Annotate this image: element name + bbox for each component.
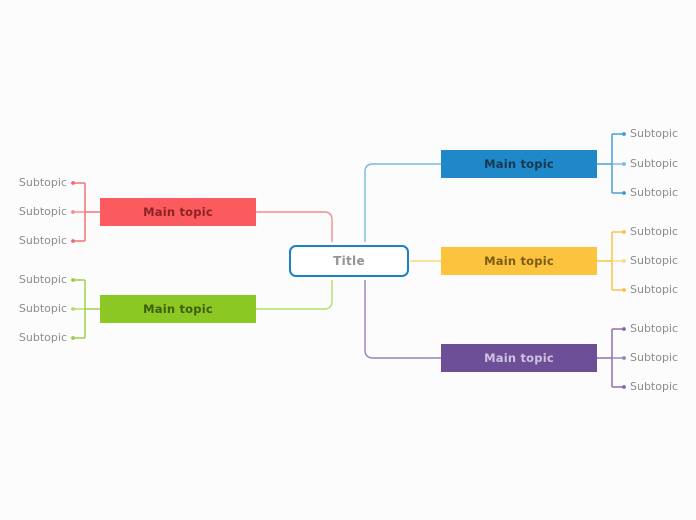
subtopic-purple-1[interactable]: Subtopic: [630, 322, 679, 335]
subtopic-yellow-2[interactable]: Subtopic: [630, 254, 679, 267]
main-topic-purple[interactable]: Main topic: [441, 344, 597, 372]
main-topic-red[interactable]: Main topic: [100, 198, 256, 226]
subtopic-red-2[interactable]: Subtopic: [18, 205, 67, 218]
main-topic-purple-label: Main topic: [484, 351, 554, 365]
connector-green-tip-2: [71, 307, 75, 311]
main-topic-yellow-label: Main topic: [484, 254, 554, 268]
connector-blue-tip-3: [622, 191, 626, 195]
center-title-node[interactable]: Title: [289, 245, 409, 277]
subtopic-purple-3[interactable]: Subtopic: [630, 380, 679, 393]
subtopic-green-1[interactable]: Subtopic: [18, 273, 67, 286]
connector-purple-tip-3: [622, 385, 626, 389]
connector-blue-tip-2: [622, 162, 626, 166]
main-topic-blue[interactable]: Main topic: [441, 150, 597, 178]
connector-center-to-blue: [364, 163, 441, 242]
connector-green-tip-1: [71, 278, 75, 282]
connector-blue-tip-1: [622, 132, 626, 136]
connector-red-tip-3: [71, 239, 75, 243]
main-topic-green[interactable]: Main topic: [100, 295, 256, 323]
connector-yellow-tip-1: [622, 230, 626, 234]
main-topic-red-label: Main topic: [143, 205, 213, 219]
connector-red-tip-1: [71, 181, 75, 185]
main-topic-yellow[interactable]: Main topic: [441, 247, 597, 275]
subtopic-green-2[interactable]: Subtopic: [18, 302, 67, 315]
subtopic-red-3[interactable]: Subtopic: [18, 234, 67, 247]
subtopic-blue-3[interactable]: Subtopic: [630, 186, 679, 199]
subtopic-green-3[interactable]: Subtopic: [18, 331, 67, 344]
subtopic-red-1[interactable]: Subtopic: [18, 176, 67, 189]
connector-purple-tip-2: [622, 356, 626, 360]
connector-red-tip-2: [71, 210, 75, 214]
connector-purple-tip-1: [622, 327, 626, 331]
connector-yellow-tip-2: [622, 259, 626, 263]
subtopic-blue-1[interactable]: Subtopic: [630, 127, 679, 140]
main-topic-blue-label: Main topic: [484, 157, 554, 171]
main-topic-green-label: Main topic: [143, 302, 213, 316]
subtopic-blue-2[interactable]: Subtopic: [630, 157, 679, 170]
connector-center-to-red: [256, 211, 333, 242]
center-title-label: Title: [333, 254, 365, 268]
connector-green-tip-3: [71, 336, 75, 340]
subtopic-yellow-1[interactable]: Subtopic: [630, 225, 679, 238]
connector-center-to-purple: [364, 280, 441, 359]
subtopic-purple-2[interactable]: Subtopic: [630, 351, 679, 364]
connector-yellow-tip-3: [622, 288, 626, 292]
connector-center-to-green: [256, 280, 333, 310]
subtopic-yellow-3[interactable]: Subtopic: [630, 283, 679, 296]
